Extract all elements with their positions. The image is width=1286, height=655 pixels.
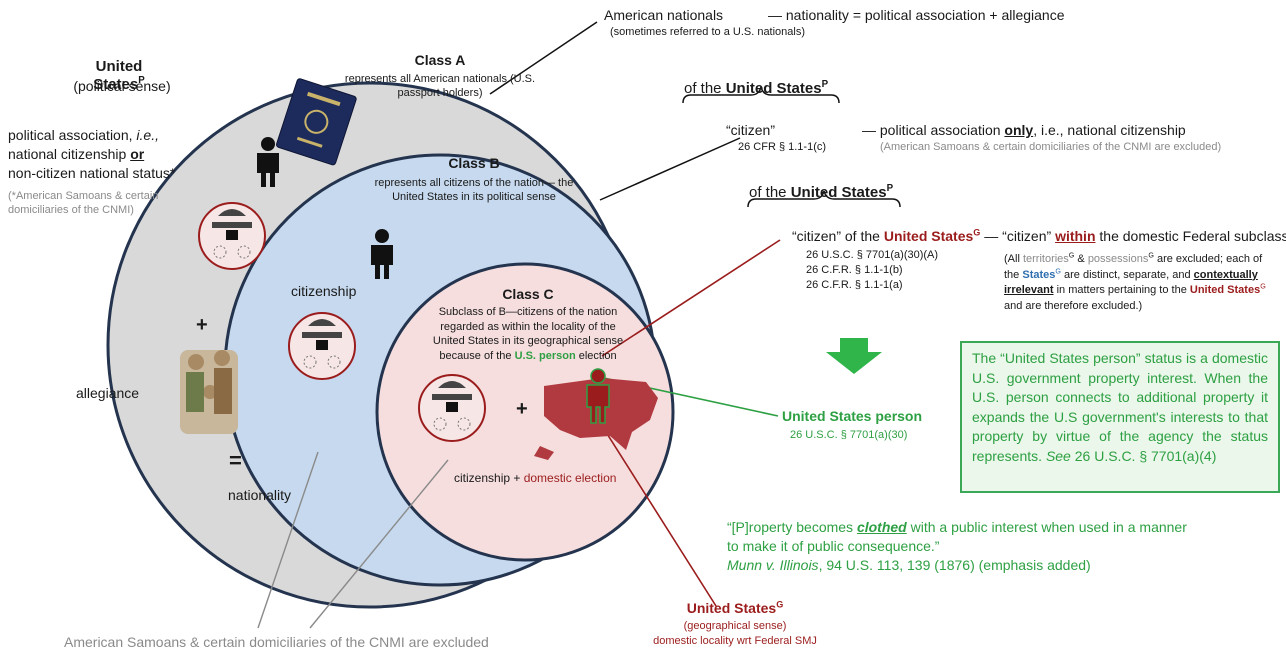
plus-sign-class-c: + xyxy=(516,398,528,420)
connector-line-usg xyxy=(591,409,717,607)
connector-line-excluded-1 xyxy=(257,451,319,629)
brace-middle xyxy=(747,190,901,208)
of-us-political-1: of the United StatesP xyxy=(684,79,829,97)
class-c-desc: Subclass of B—citizens of the nation reg… xyxy=(432,306,624,362)
plus-sign-left: + xyxy=(196,314,208,336)
citizen-excluded-1: (American Samoans & certain domiciliarie… xyxy=(880,141,1222,153)
us-person-label: United States person xyxy=(782,408,923,424)
class-c-title: Class C xyxy=(502,286,554,302)
capitol-seal-icon-middle xyxy=(288,312,356,380)
citizen-cites-2: 26 U.S.C. § 7701(a)(30)(A) 26 C.F.R. § 1… xyxy=(806,249,939,291)
family-icon xyxy=(180,350,238,434)
class-a-desc: represents all American nationals (U.S. … xyxy=(344,73,536,99)
political-sense-label: (political sense) xyxy=(73,78,171,94)
person-icon-us-person xyxy=(586,368,610,424)
passport-icon xyxy=(276,78,357,166)
us-person-cite: 26 U.S.C. § 7701(a)(30) xyxy=(790,429,908,441)
political-association-text: political association, i.e., national ci… xyxy=(8,127,176,181)
connector-line-usg-citizen xyxy=(601,239,781,357)
footnote-text: (*American Samoans & certain domiciliari… xyxy=(8,190,159,216)
allegiance-label: allegiance xyxy=(76,385,140,401)
us-political-title: United StatesP xyxy=(93,58,145,93)
political-association-only: — political association only, i.e., nati… xyxy=(862,122,1186,138)
citizenship-label: citizenship xyxy=(291,283,357,299)
excluded-note: American Samoans & certain domiciliaries… xyxy=(64,634,489,650)
class-c-bottom: citizenship + domestic election xyxy=(454,471,617,485)
nationality-label: nationality xyxy=(228,487,292,503)
brace-top xyxy=(682,86,840,104)
capitol-seal-icon-left xyxy=(198,202,266,270)
american-nationals-label: American nationals xyxy=(604,7,724,23)
connector-line-nationals xyxy=(489,21,598,95)
class-a-title: Class A xyxy=(414,52,466,68)
down-arrow-icon xyxy=(826,338,882,374)
munn-quote: “[P]roperty becomes clothed with a publi… xyxy=(727,519,1187,573)
us-geographical-sub2: domestic locality wrt Federal SMJ xyxy=(653,635,817,647)
nationality-equation: — nationality = political association + … xyxy=(768,7,1065,23)
person-icon-class-a xyxy=(257,137,279,187)
equals-sign: = xyxy=(229,448,242,473)
citizen-of-us-g: “citizen” of the United StatesG — “citiz… xyxy=(792,227,1286,244)
territories-note: (All territoriesG & possessionsG are exc… xyxy=(1004,251,1266,312)
class-b-title: Class B xyxy=(448,155,500,171)
us-geographical-title: United StatesG xyxy=(686,599,784,616)
property-interest-box: The “United States person” status is a d… xyxy=(960,341,1280,493)
connector-line-excluded-2 xyxy=(309,459,449,629)
citizen-quote-1: “citizen” xyxy=(726,122,776,138)
person-icon-class-b xyxy=(371,229,393,279)
capitol-seal-icon-right xyxy=(418,374,486,442)
class-b-desc: represents all citizens of the nation— t… xyxy=(374,177,574,203)
connector-line-citizen xyxy=(599,137,741,201)
citizen-cite-1: 26 CFR § 1.1-1(c) xyxy=(738,141,827,153)
us-geographical-sub1: (geographical sense) xyxy=(683,620,787,632)
of-us-political-2: of the United StatesP xyxy=(749,183,894,201)
american-nationals-sub: (sometimes referred to a U.S. nationals) xyxy=(610,26,806,38)
class-c-circle xyxy=(375,262,675,562)
